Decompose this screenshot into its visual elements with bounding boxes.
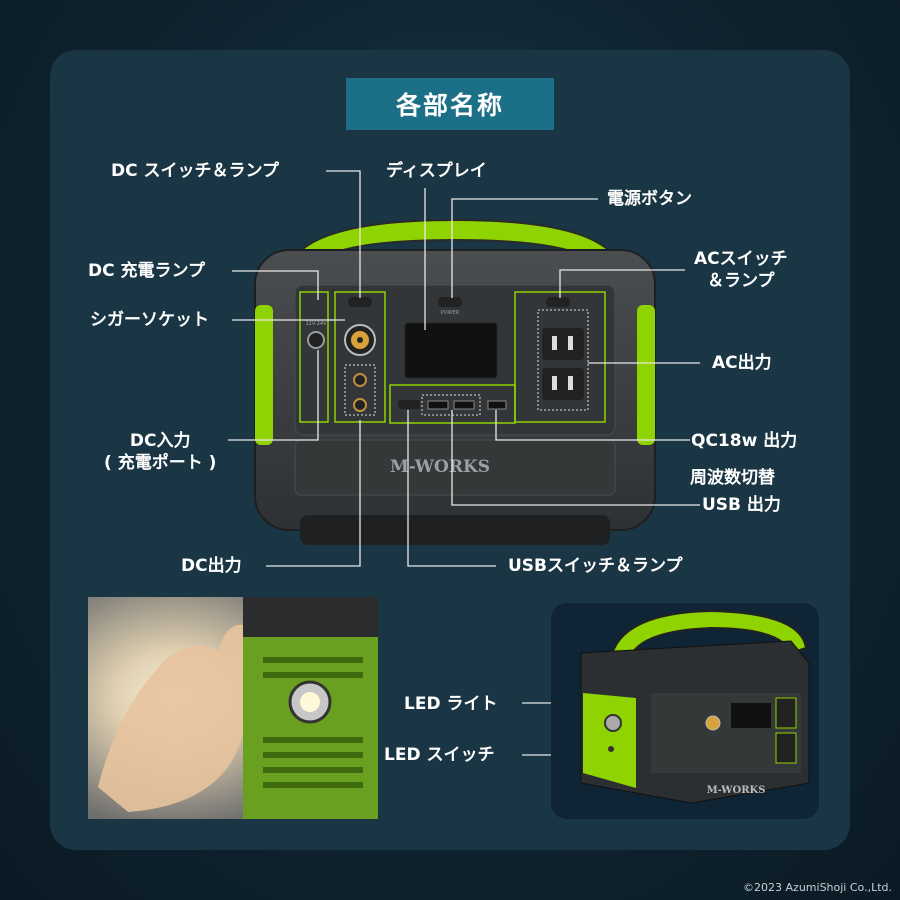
label-usb-output: USB 出力	[702, 495, 781, 515]
display	[404, 322, 498, 379]
svg-text:M-WORKS: M-WORKS	[707, 785, 766, 796]
green-side	[583, 693, 636, 788]
label-cigar-socket: シガーソケット	[90, 310, 209, 330]
label-ac-switch-lamp: ACスイッチ ＆ランプ	[694, 249, 788, 291]
label-power-button: 電源ボタン	[607, 189, 692, 209]
led-hand-photo	[88, 597, 378, 819]
brand-logo: M-WORKS	[390, 457, 490, 477]
power-station-illustration: M-WORKS POWER 12V-24V	[254, 218, 656, 545]
led-light	[604, 714, 622, 732]
label-dc-switch-lamp: DC スイッチ＆ランプ	[111, 161, 279, 181]
label-display: ディスプレイ	[386, 161, 487, 181]
ac-switch	[546, 297, 570, 307]
led-switch	[608, 746, 614, 752]
hand	[98, 624, 257, 812]
svg-text:POWER: POWER	[441, 310, 460, 316]
label-usb-switch-lamp: USBスイッチ＆ランプ	[508, 556, 683, 576]
usb-switch	[398, 400, 420, 409]
label-dc-charge-lamp: DC 充電ランプ	[88, 261, 205, 281]
power-button	[438, 297, 462, 307]
device-photo: M-WORKS	[551, 603, 819, 819]
dc-switch	[348, 297, 372, 307]
label-led-light: LED ライト	[404, 694, 498, 714]
label-ac-output: AC出力	[712, 353, 772, 373]
qc-port	[487, 400, 507, 410]
copyright: ©2023 AzumiShoji Co.,Ltd.	[743, 881, 892, 894]
label-led-switch: LED スイッチ	[384, 745, 495, 765]
label-dc-output: DC出力	[181, 556, 242, 576]
svg-text:12V-24V: 12V-24V	[305, 321, 327, 327]
label-freq-switch: 周波数切替	[690, 468, 775, 488]
page-title: 各部名称	[346, 78, 554, 130]
dc-input-port	[307, 331, 325, 349]
label-qc18w: QC18w 出力	[691, 431, 798, 451]
label-dc-input: DC入力 ( 充電ポート )	[104, 431, 217, 473]
